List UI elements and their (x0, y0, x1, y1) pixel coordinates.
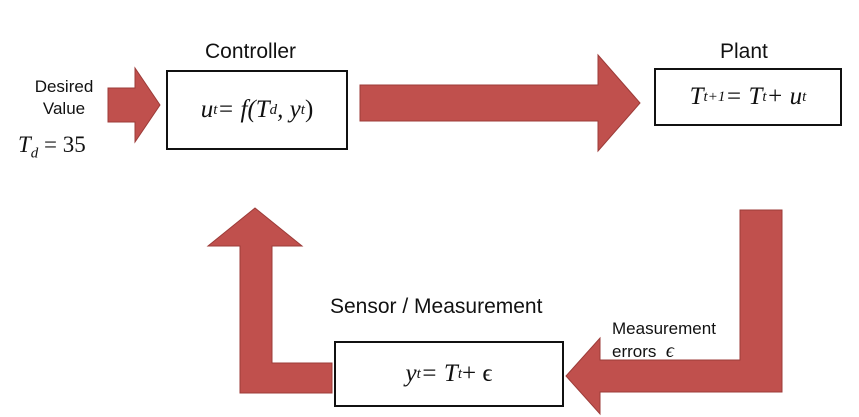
controller-eq-lhs-sub: t (213, 101, 218, 118)
desired-eq-rhs: = 35 (38, 132, 86, 157)
desired-value-label: Desired Value (26, 76, 102, 120)
controller-eq-lhs: u (200, 96, 214, 123)
sensor-eq-tail: + ϵ (462, 360, 493, 387)
desired-label-line2: Value (42, 99, 86, 118)
sensor-to-controller-arrow (206, 207, 333, 394)
plant-eq-lhs: T (689, 83, 704, 110)
plant-eq-lhs-sub: t+1 (703, 88, 726, 105)
desired-label-line1: Desired (34, 77, 94, 96)
controller-to-plant-arrow (359, 53, 641, 153)
desired-eq-lhs: T (18, 132, 31, 157)
measurement-errors-label: Measurement errors ϵ (612, 318, 716, 363)
plant-eq-mid-sub: t (762, 88, 767, 105)
errors-symbol: ϵ (665, 340, 674, 362)
plant-eq-tail-sub: t (802, 88, 807, 105)
sensor-eq-lhs-sub: t (416, 365, 421, 382)
plant-to-sensor-arrow (565, 209, 783, 416)
input-arrow (107, 66, 161, 144)
controller-eq-mid: = f(T (217, 96, 270, 123)
sensor-eq-mid-sub: t (457, 365, 462, 382)
errors-line2: errors (612, 342, 657, 361)
controller-eq-tail: , y (277, 96, 301, 123)
controller-title: Controller (205, 40, 297, 63)
plant-eq-tail: + u (766, 83, 803, 110)
desired-eq-sub: d (30, 145, 39, 162)
sensor-eq-lhs: y (405, 360, 417, 387)
desired-value-equation: Td = 35 (18, 132, 86, 163)
plant-title: Plant (720, 40, 768, 63)
sensor-eq-mid: = T (420, 360, 458, 387)
errors-line1: Measurement (612, 319, 716, 338)
controller-eq-tail-sub: t (300, 101, 305, 118)
controller-eq-mid-sub: d (269, 101, 278, 118)
plant-eq-mid: = T (725, 83, 763, 110)
sensor-title: Sensor / Measurement (330, 295, 543, 318)
controller-eq-end: ) (304, 96, 314, 123)
